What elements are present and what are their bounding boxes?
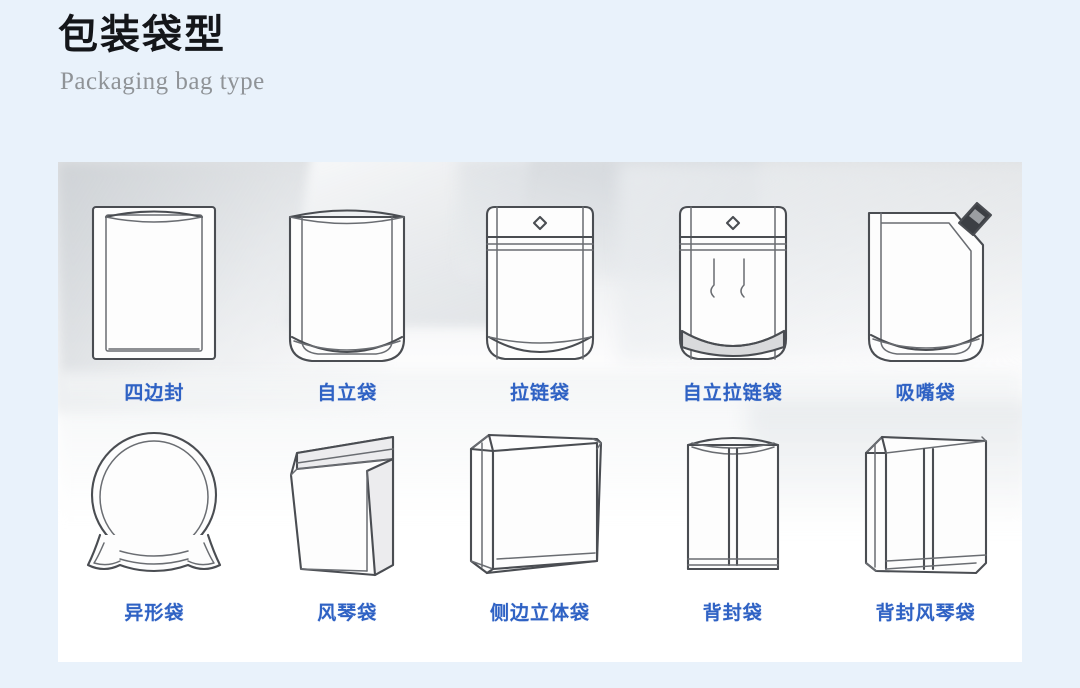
bag-label: 背封袋: [702, 602, 763, 624]
bag-label: 吸嘴袋: [895, 382, 956, 404]
bag-label: 四边封: [124, 382, 185, 404]
bag-label: 背封风琴袋: [875, 602, 976, 624]
side-gusset-box-bag-icon: [455, 410, 625, 589]
stand-up-zipper-pouch-icon: [658, 180, 808, 369]
back-seal-bag-icon: [658, 410, 808, 589]
bag-label: 自立拉链袋: [682, 382, 783, 404]
bag-item-zipper-bag[interactable]: 拉链袋: [444, 180, 637, 405]
bag-label: 风琴袋: [317, 602, 378, 624]
back-seal-gusset-bag-icon: [846, 410, 1006, 589]
bag-item-back-seal-gusset-bag[interactable]: 背封风琴袋: [829, 410, 1022, 625]
four-side-seal-bag-icon: [79, 180, 229, 369]
bag-item-stand-up-zipper-pouch[interactable]: 自立拉链袋: [636, 180, 829, 405]
page-header: 包装袋型 Packaging bag type: [58, 12, 758, 96]
bag-row-1: 四边封 自立袋: [58, 180, 1022, 405]
bag-label: 自立袋: [317, 382, 378, 404]
stand-up-pouch-icon: [272, 180, 422, 369]
bag-row-2: 异形袋: [58, 410, 1022, 625]
bag-item-gusset-bag[interactable]: 风琴袋: [251, 410, 444, 625]
bag-item-back-seal-bag[interactable]: 背封袋: [636, 410, 829, 625]
bag-item-shaped-pouch[interactable]: 异形袋: [58, 410, 251, 625]
bag-gallery-panel: 四边封 自立袋: [58, 162, 1022, 662]
spouted-pouch-icon: [851, 180, 1001, 369]
bag-label: 异形袋: [124, 602, 185, 624]
bag-item-side-gusset-box-bag[interactable]: 侧边立体袋: [444, 410, 637, 625]
zipper-bag-icon: [465, 180, 615, 369]
bag-item-four-side-seal[interactable]: 四边封: [58, 180, 251, 405]
gusset-bag-icon: [267, 410, 427, 589]
page-title: 包装袋型: [58, 12, 226, 58]
bag-item-stand-up-pouch[interactable]: 自立袋: [251, 180, 444, 405]
bag-label: 侧边立体袋: [489, 602, 590, 624]
page-subtitle: Packaging bag type: [60, 68, 265, 95]
shaped-pouch-icon: [74, 410, 234, 589]
bag-item-spouted-pouch[interactable]: 吸嘴袋: [829, 180, 1022, 405]
bag-label: 拉链袋: [509, 382, 570, 404]
